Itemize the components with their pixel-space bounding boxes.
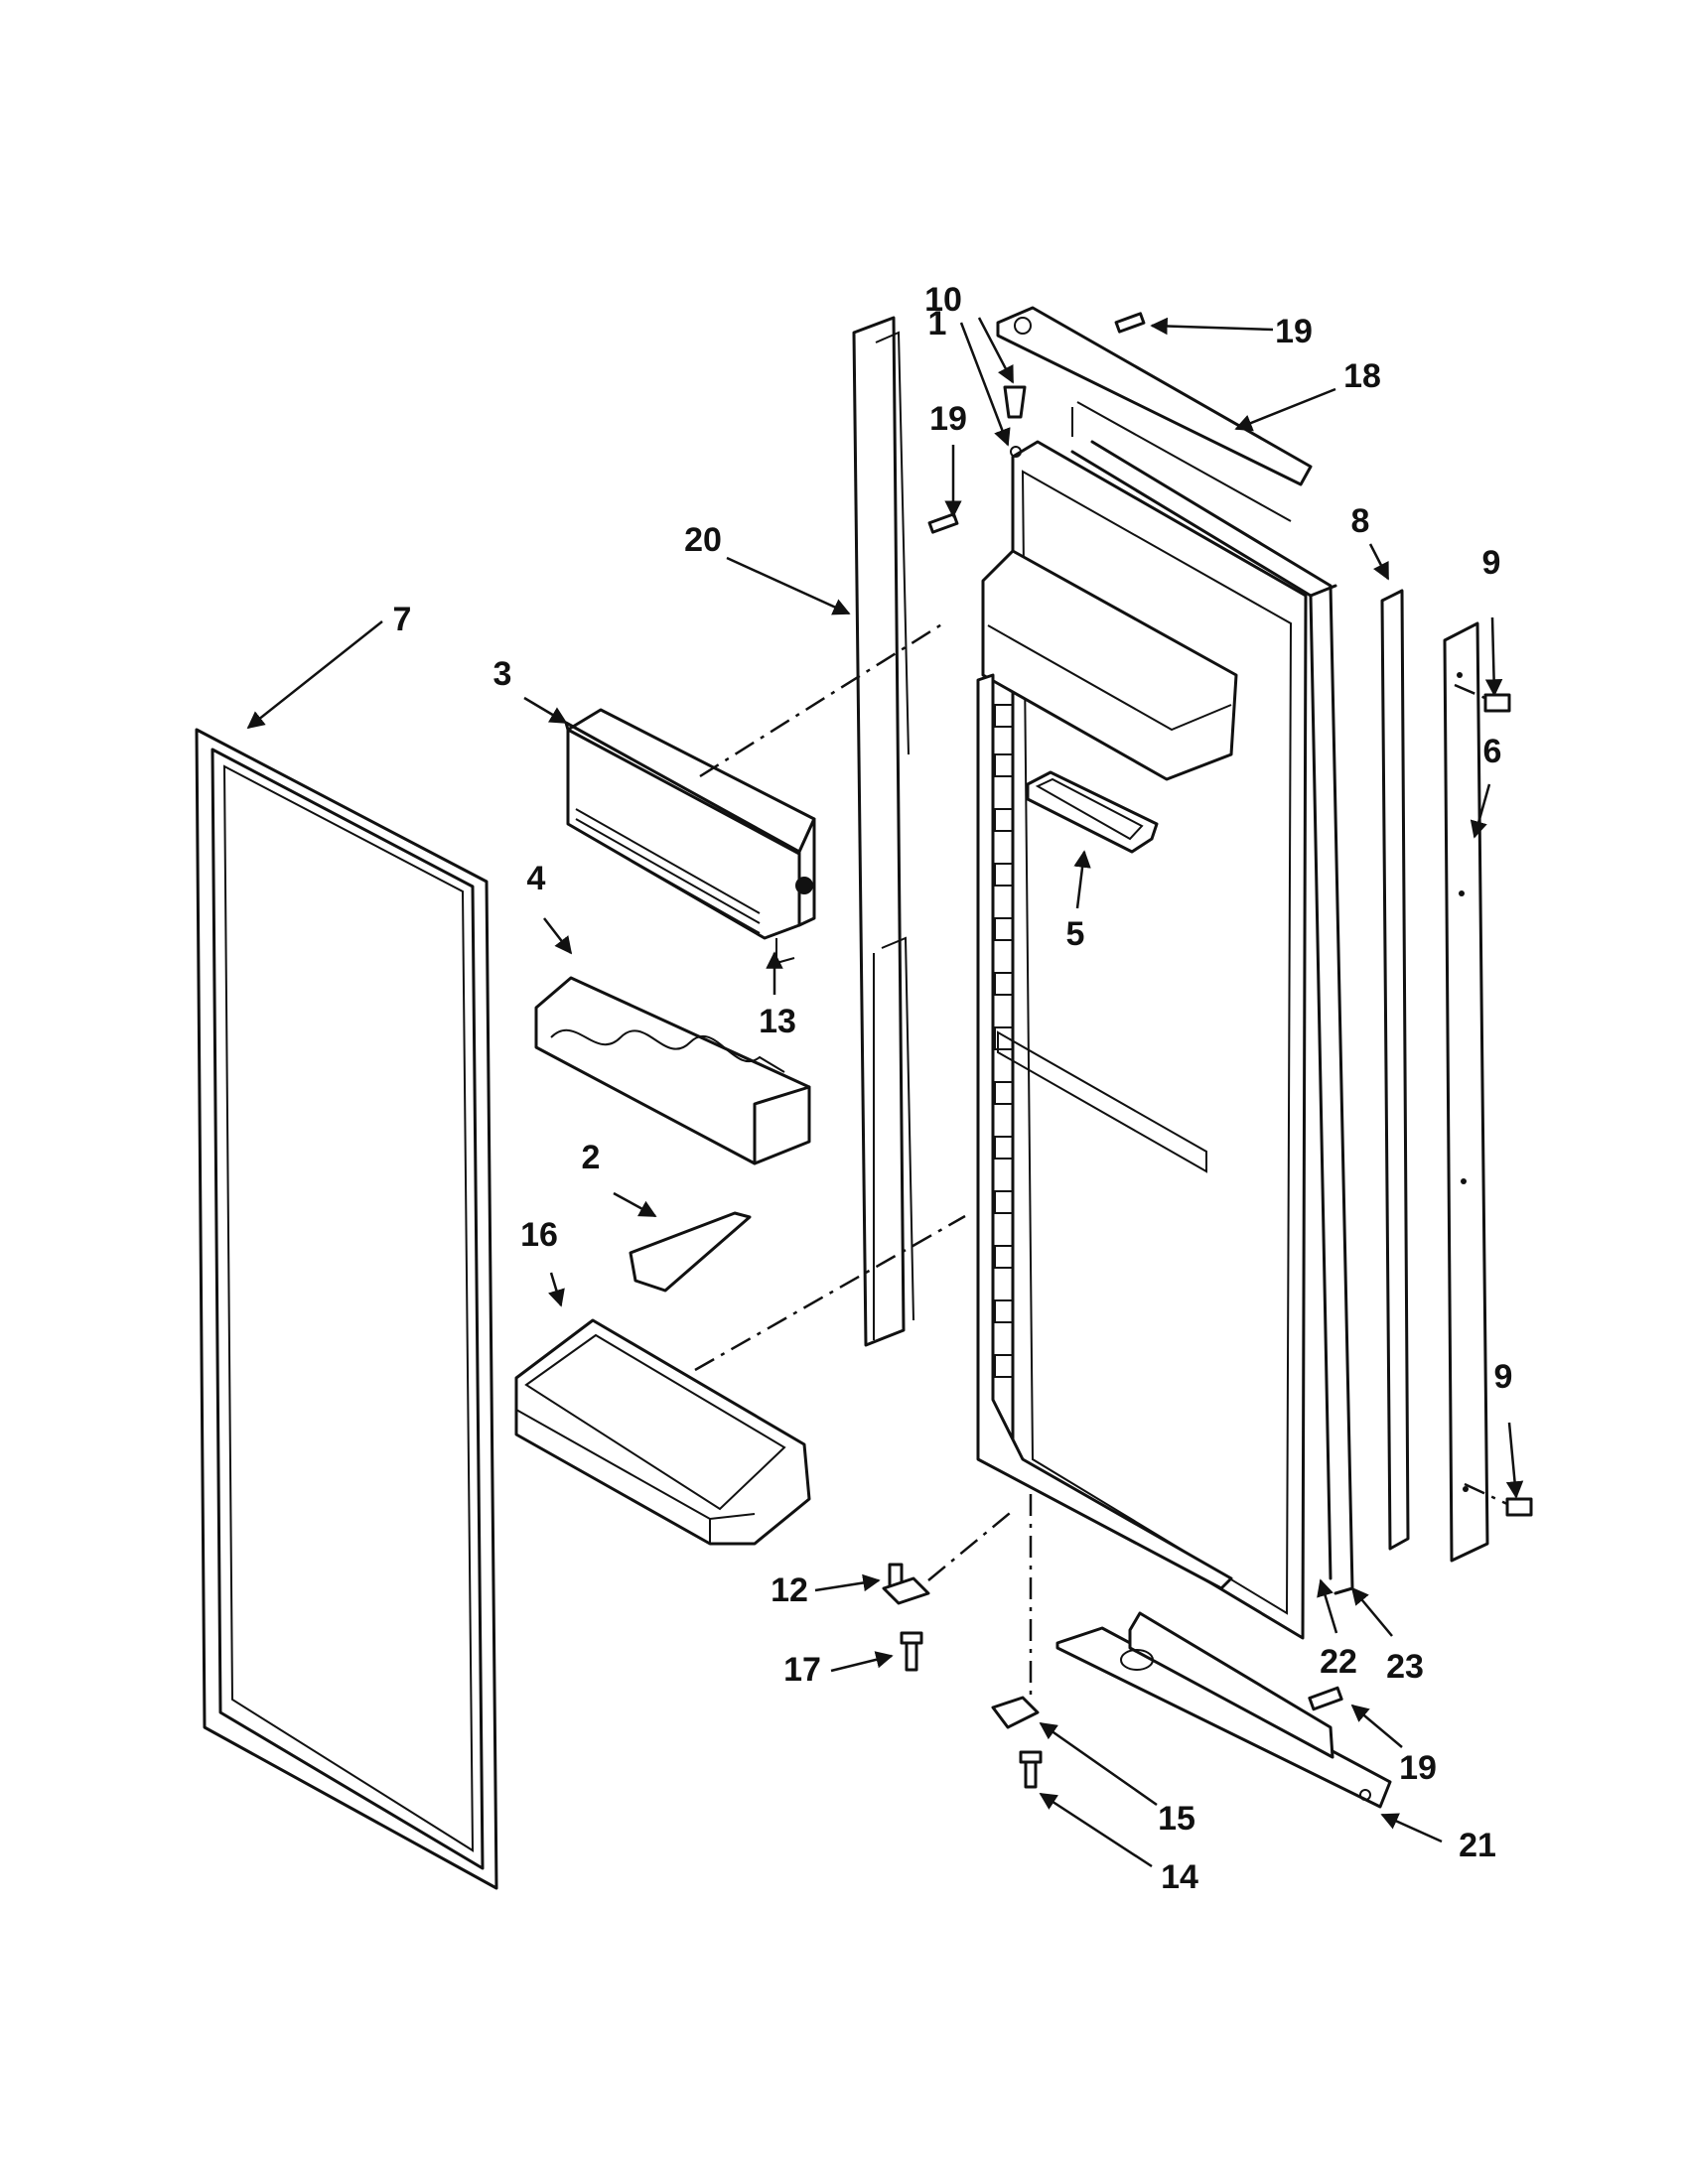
callout-12: 12 (771, 1571, 808, 1609)
callout-17: 17 (783, 1651, 821, 1689)
plug-part (1003, 385, 1027, 458)
breaker-strip-left-part (852, 316, 914, 1347)
callout-7: 7 (393, 601, 412, 638)
callout-19-left: 19 (929, 400, 967, 438)
callout-2: 2 (582, 1139, 601, 1176)
callout-8: 8 (1351, 502, 1370, 540)
hinge-pin-part (882, 1563, 930, 1605)
shelf-clip-part (629, 1211, 752, 1293)
screw-19-bottom-part (1308, 1686, 1343, 1711)
breaker-strip-right-part (1443, 621, 1489, 1563)
callout-19-top: 19 (1275, 313, 1313, 350)
assembly-lines (694, 621, 1508, 1700)
callout-5: 5 (1066, 915, 1085, 953)
callout-14: 14 (1161, 1858, 1198, 1896)
door-stop-strip-part (1380, 589, 1410, 1551)
callout-9-bottom: 9 (1494, 1358, 1513, 1396)
callout-16: 16 (520, 1216, 558, 1254)
screw-9-bottom-part (1505, 1497, 1533, 1517)
door-liner-part (976, 440, 1308, 1640)
callout-22: 22 (1320, 1643, 1357, 1681)
door-gasket-part (195, 728, 498, 1890)
callout-23: 23 (1386, 1648, 1424, 1686)
door-bin-part (514, 1318, 811, 1546)
butter-tray-part (1026, 770, 1159, 854)
screw-14-part (1019, 1750, 1043, 1789)
screw-9-top-part (1483, 693, 1511, 713)
callout-10: 10 (924, 281, 962, 319)
screw-17-part (900, 1631, 923, 1672)
leader-arrows (246, 317, 1524, 1868)
top-trim-part (996, 306, 1313, 522)
dairy-door-part (564, 708, 816, 965)
callout-20: 20 (684, 521, 722, 559)
callout-13: 13 (759, 1003, 796, 1040)
callout-19-bottom: 19 (1399, 1749, 1437, 1787)
bottom-trim-part (1055, 1611, 1392, 1809)
callout-labels: 1 2 3 4 5 6 7 8 9 9 10 12 13 14 15 16 17… (393, 281, 1513, 1896)
egg-tray-part (534, 976, 811, 1165)
callout-15: 15 (1158, 1800, 1195, 1838)
door-outer-panels-part (1070, 440, 1354, 1595)
shelf-rest-tabs (994, 704, 1014, 1378)
callout-1: 1 (928, 305, 947, 342)
hinge-bushing-part (991, 1696, 1040, 1729)
screw-19-top-part (1114, 312, 1146, 334)
callout-4: 4 (527, 860, 546, 897)
screw-19-left-part (927, 512, 959, 534)
callout-21: 21 (1459, 1827, 1496, 1864)
callout-6: 6 (1483, 733, 1502, 770)
callout-18: 18 (1343, 357, 1381, 395)
callout-3: 3 (493, 655, 512, 693)
callout-9-top: 9 (1482, 544, 1501, 582)
